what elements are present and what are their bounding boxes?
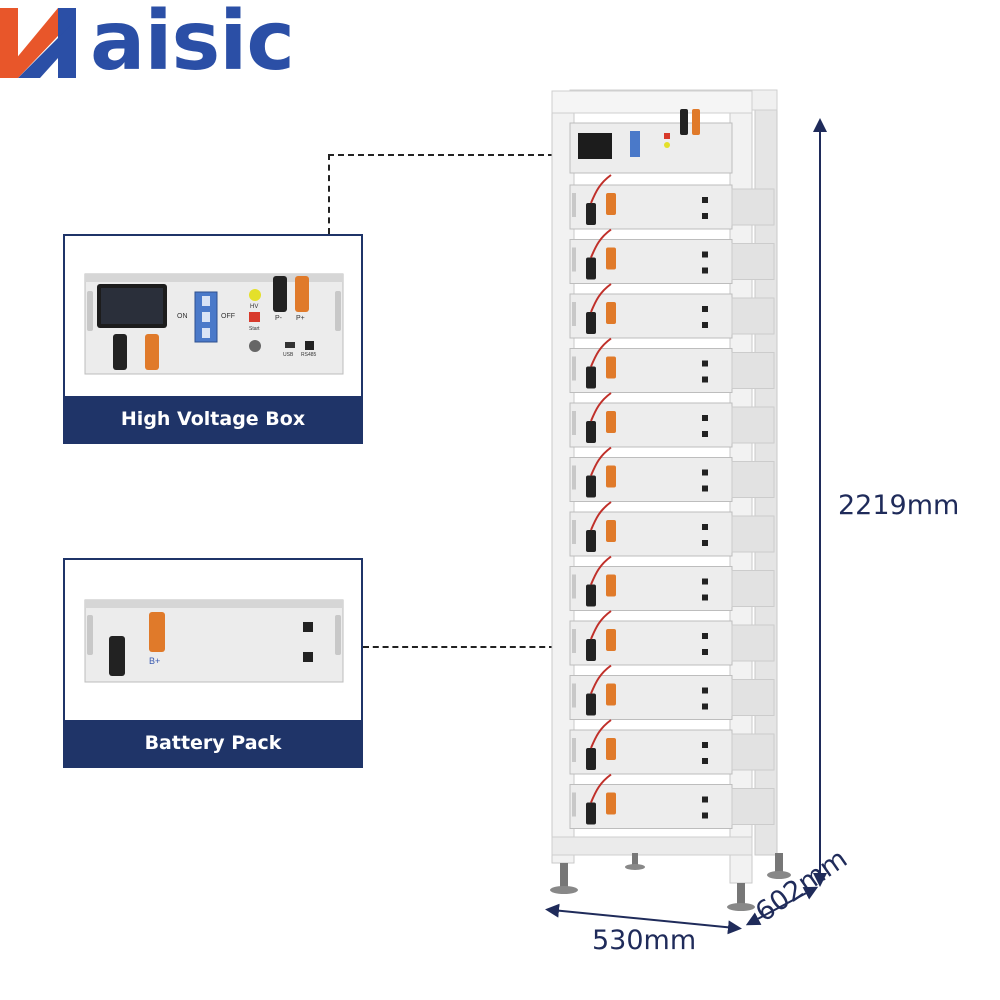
negative-cable-icon [113,334,127,370]
rack-battery-module [569,501,775,557]
b-plus-terminal-icon [149,612,165,652]
b-plus-label: B+ [149,656,160,666]
rack-battery-module [569,610,775,666]
depth-arrow [745,886,819,926]
battery-rack-illustration [550,89,791,911]
hv-on-label: ON [177,313,188,320]
hv-off-label: OFF [221,313,235,320]
rack-battery-module [569,555,775,611]
rack-battery-module [569,719,775,775]
negative-terminal-icon [109,636,125,676]
leader-line-hv-vertical [328,154,330,234]
rack-battery-module [569,773,775,829]
p-minus-connector-icon [273,276,287,312]
height-dimension-label: 2219mm [838,490,960,521]
rack-battery-module [569,228,775,284]
comm-port-b-icon [303,652,313,662]
comm-port-a-icon [303,622,313,632]
p-plus-label: P+ [296,315,305,322]
brand-logo: aisic [0,0,310,90]
power-button-icon [249,340,261,352]
width-dimension-label: 530mm [592,925,697,956]
battery-pack-illustration: B+ [84,599,344,683]
leader-line-bp [363,646,555,648]
logo-h-mark-icon [0,8,76,78]
rs-port-icon [305,341,314,350]
start-label: Start [249,326,260,332]
rs-label: RS485 [301,352,317,358]
rack-battery-module [569,337,775,393]
brand-name: aisic [90,0,295,89]
rack-battery-module [569,446,775,502]
high-voltage-box-illustration: ON OFF HV Start P- P+ USB RS485 [84,273,344,375]
hv-label: HV [250,304,258,310]
rack-battery-module [569,174,775,230]
width-arrow [545,903,742,935]
rack-battery-module [569,392,775,448]
positive-cable-icon [145,334,159,370]
p-plus-connector-icon [295,276,309,312]
start-switch-icon [249,312,260,322]
usb-label: USB [283,352,294,358]
p-minus-label: P- [275,315,283,322]
rack-high-voltage-box [569,109,733,174]
rack-battery-module [569,664,775,720]
rack-battery-module [569,283,775,339]
leader-line-hv-horizontal [328,154,554,156]
usb-port-icon [285,342,295,348]
hv-indicator-icon [249,289,261,301]
high-voltage-box-label: High Voltage Box [65,396,361,442]
battery-pack-card: B+ Battery Pack [63,558,363,768]
battery-pack-label: Battery Pack [65,720,361,766]
high-voltage-box-card: ON OFF HV Start P- P+ USB RS485 High Vol… [63,234,363,444]
